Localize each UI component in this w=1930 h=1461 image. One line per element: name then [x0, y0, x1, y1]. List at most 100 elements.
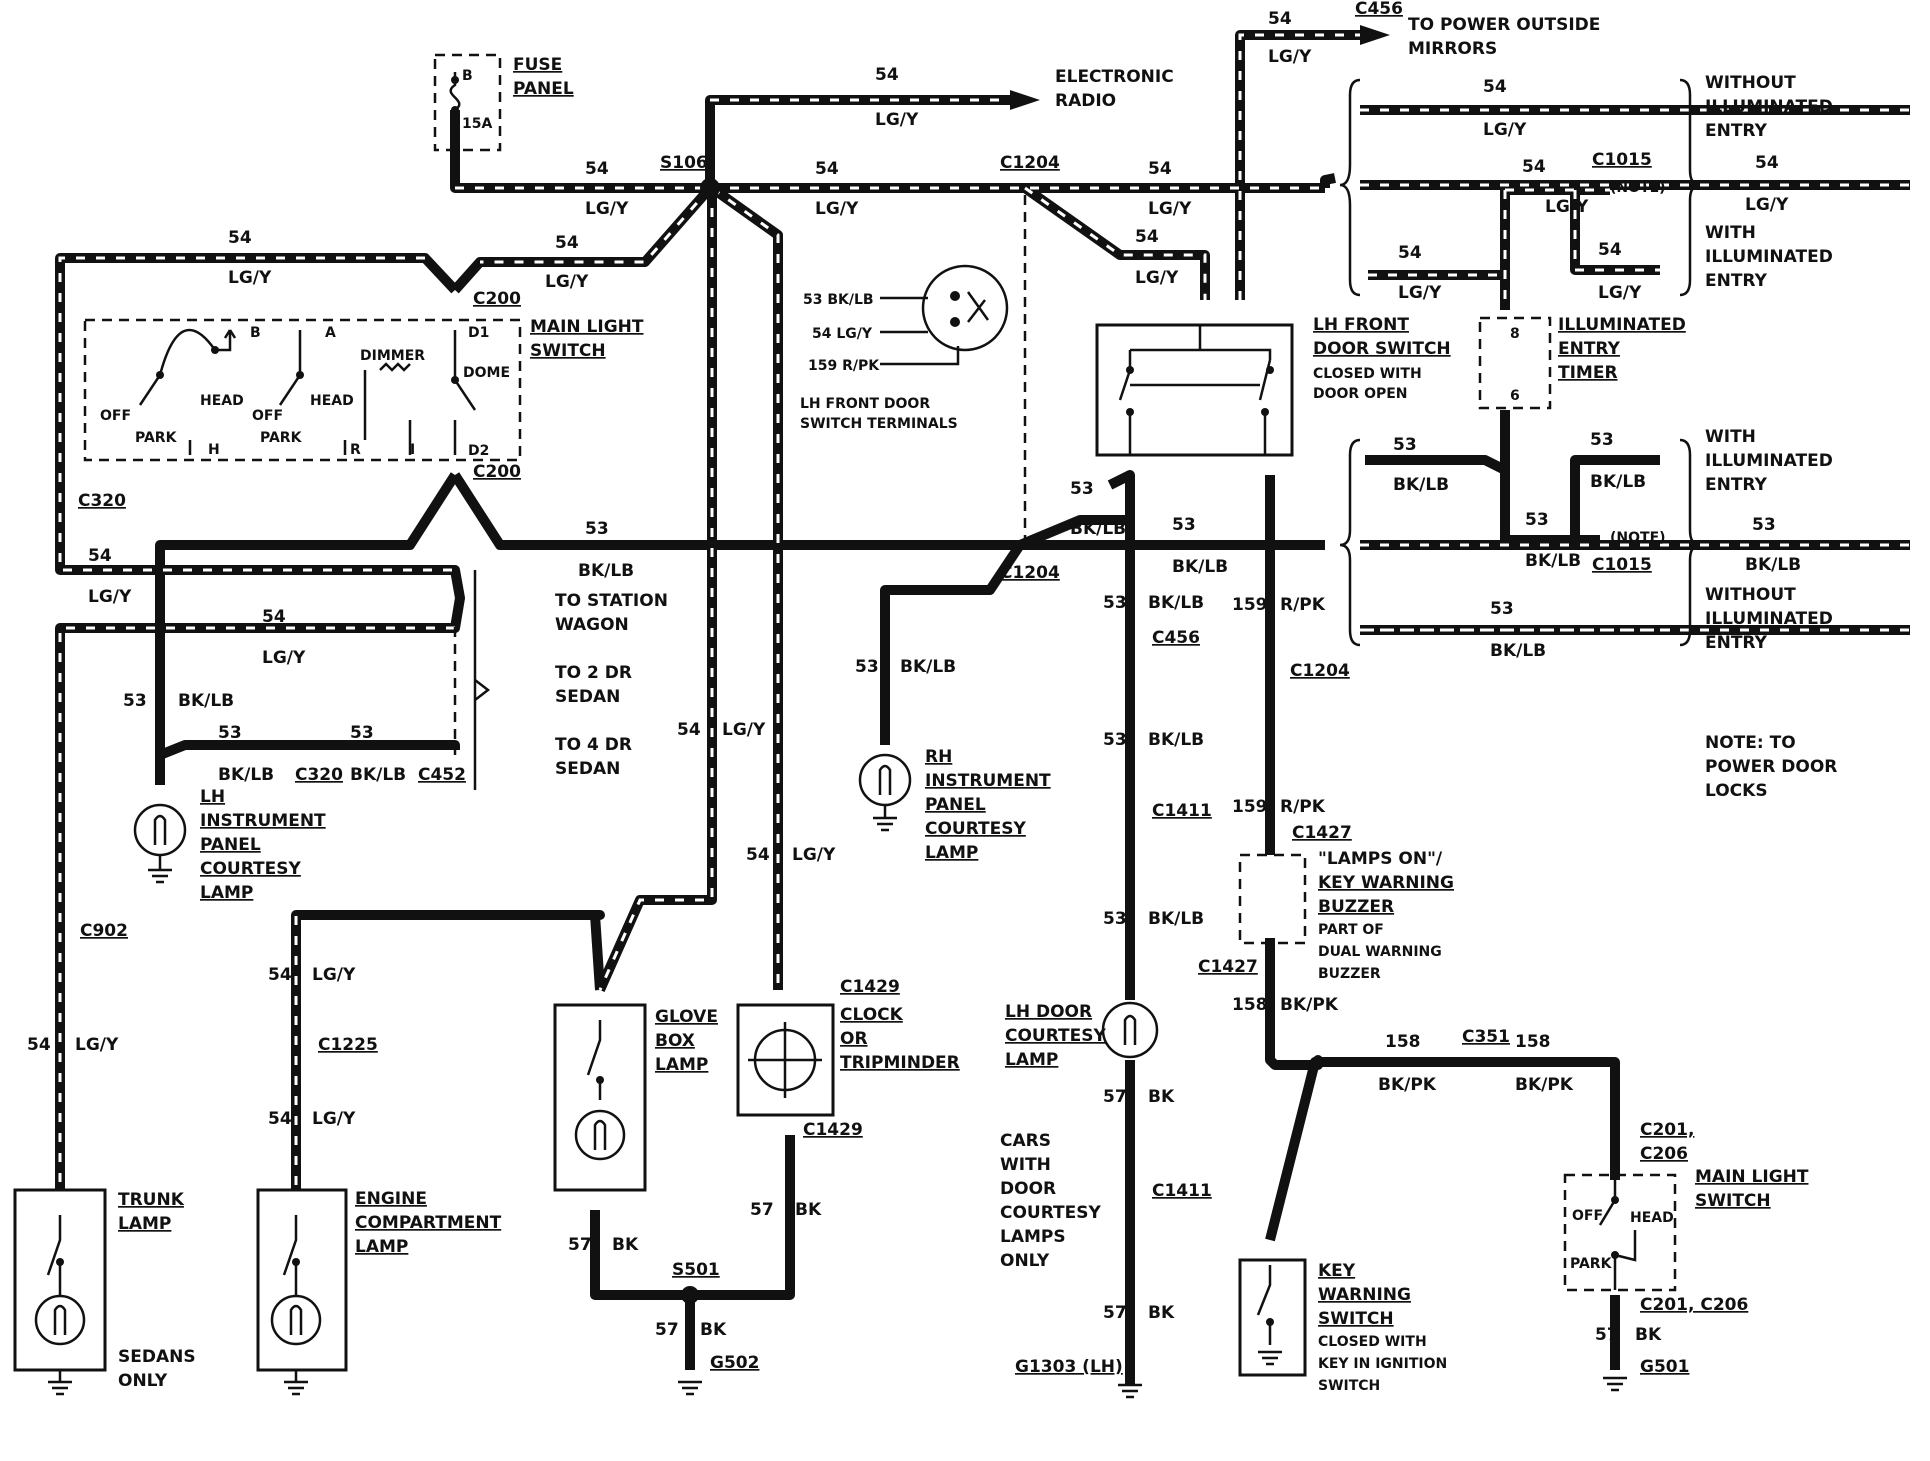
wire-lgy-r5: LG/Y — [1745, 195, 1789, 215]
wire-53-r4: 53 — [1752, 515, 1776, 535]
mls2-park: PARK — [1570, 1256, 1613, 1272]
fuse-b-label: B — [462, 68, 473, 84]
wire-bk-lhdoor: BK — [1148, 1087, 1175, 1107]
timer-title-3: TIMER — [1558, 363, 1618, 383]
connector-c320-left: C320 — [78, 491, 126, 511]
wire-54-mirrors: 54 — [1268, 9, 1292, 29]
main-light-switch-2: OFF HEAD PARK MAIN LIGHT SWITCH — [1563, 1167, 1809, 1292]
mls-dimmer: DIMMER — [360, 348, 425, 364]
mls2-l1: MAIN LIGHT — [1695, 1167, 1809, 1187]
mls-term-d2: D2 — [468, 443, 489, 459]
door-terminals-title-2: SWITCH TERMINALS — [800, 416, 958, 432]
rh-ip-l3: PANEL — [925, 795, 986, 815]
ground-g502: G502 — [710, 1353, 759, 1373]
wire-lgy-right: LG/Y — [1148, 199, 1192, 219]
wire-53-r1: 53 — [1393, 435, 1417, 455]
buzzer-l1: "LAMPS ON"/ — [1318, 849, 1443, 869]
wire-54-c320: 54 — [88, 546, 112, 566]
wire-bklb-r4: BK/LB — [1745, 555, 1801, 575]
fuse-rating: 15A — [462, 116, 492, 132]
wire-lgy-trunk: LG/Y — [75, 1035, 119, 1055]
door-terminals-title-1: LH FRONT DOOR — [800, 396, 930, 412]
wire-lgy-r4: LG/Y — [1598, 283, 1642, 303]
connector-c201-c206-bottom: C201, C206 — [1640, 1295, 1748, 1315]
lhdoor-note-5: LAMPS — [1000, 1227, 1066, 1247]
fuse-panel-title-2: PANEL — [513, 79, 574, 99]
term-54: 54 LG/Y — [812, 326, 873, 342]
lh-ip-l2: INSTRUMENT — [200, 811, 326, 831]
wire-158-buzzer: 158 — [1232, 995, 1268, 1015]
lhdoor-note-3: DOOR — [1000, 1179, 1056, 1199]
wire-bklb-doorsw: BK/LB — [1070, 519, 1126, 539]
timer-title-1: ILLUMINATED — [1558, 315, 1686, 335]
mls-term-d1: D1 — [468, 325, 489, 341]
fuse-panel: B 15A FUSE PANEL — [433, 53, 574, 152]
lhdoor-note-4: COURTESY — [1000, 1203, 1102, 1223]
timer-title-2: ENTRY — [1558, 339, 1621, 359]
wire-lgy-glove: LG/Y — [722, 720, 766, 740]
mls-term-r: R — [350, 442, 361, 458]
term-53: 53 BK/LB — [803, 292, 874, 308]
wire-158-right: 158 — [1515, 1032, 1551, 1052]
wires — [55, 30, 1910, 1385]
note-marker-top: (NOTE) — [1610, 180, 1666, 196]
connector-c1204-top: C1204 — [1000, 153, 1060, 173]
trunk-note-1: SEDANS — [118, 1347, 196, 1367]
wire-54-r3: 54 — [1398, 243, 1422, 263]
door-switch-terminals: 53 BK/LB 54 LG/Y 159 R/PK LH FRONT DOOR … — [800, 264, 1009, 432]
wire-54-mid: 54 — [815, 159, 839, 179]
wire-bkpk-buzzer: BK/PK — [1280, 995, 1339, 1015]
radio-label-1: ELECTRONIC — [1055, 67, 1174, 87]
wire-lgy-engine-1: LG/Y — [312, 965, 356, 985]
buzzer-l3: BUZZER — [1318, 897, 1394, 917]
wire-lgy-r2: LG/Y — [1545, 197, 1589, 217]
connector-c1411-top: C1411 — [1152, 801, 1212, 821]
clock-l2: OR — [840, 1029, 868, 1049]
wire-53-c320: 53 — [218, 723, 242, 743]
wire-54-r2: 54 — [1522, 157, 1546, 177]
wire-53-r2: 53 — [1590, 430, 1614, 450]
glove-l3: LAMP — [655, 1055, 708, 1075]
connector-c1429-bottom: C1429 — [803, 1120, 863, 1140]
glove-l1: GLOVE — [655, 1007, 718, 1027]
wire-bk-g502: BK — [700, 1320, 727, 1340]
wagon-label-1: TO STATION — [555, 591, 668, 611]
wire-158-left: 158 — [1385, 1032, 1421, 1052]
wire-stripes — [58, 33, 1910, 1205]
opt-without-illum-1: ILLUMINATED — [1705, 97, 1833, 117]
splice-s106-dot — [700, 178, 720, 198]
wire-54-right: 54 — [1148, 159, 1172, 179]
mls-head-1: HEAD — [200, 393, 244, 409]
glove-l2: BOX — [655, 1031, 695, 1051]
timer-pin8: 8 — [1510, 326, 1520, 342]
trunk-l2: LAMP — [118, 1214, 171, 1234]
note-line3: LOCKS — [1705, 781, 1768, 801]
wire-54-engine-1: 54 — [268, 965, 292, 985]
lhdoor-l2: COURTESY — [1005, 1026, 1107, 1046]
wire-bklb-r5: BK/LB — [1490, 641, 1546, 661]
connector-c1204-low: C1204 — [1290, 661, 1350, 681]
wire-53-c452: 53 — [350, 723, 374, 743]
rh-instrument-panel-courtesy-lamp: RH INSTRUMENT PANEL COURTESY LAMP — [858, 747, 1051, 863]
timer-pin6: 6 — [1510, 388, 1520, 404]
wire-53-r5: 53 — [1490, 599, 1514, 619]
mls-off-2: OFF — [252, 408, 283, 424]
wire-54-radio: 54 — [875, 65, 899, 85]
mls-term-a: A — [325, 325, 336, 341]
wire-54-wagon: 54 — [262, 607, 286, 627]
main-light-switch: MAIN LIGHT SWITCH B A D1 D2 DIMMER DOME … — [83, 317, 644, 462]
note-line2: POWER DOOR — [1705, 757, 1837, 777]
clock-or-tripminder: C1429 CLOCK OR TRIPMINDER C1429 — [736, 977, 960, 1140]
connector-c200-top: C200 — [473, 289, 521, 309]
wagon-label-2: WAGON — [555, 615, 629, 635]
wire-53-doorsw: 53 — [1070, 479, 1094, 499]
lhfds-title-2: DOOR SWITCH — [1313, 339, 1451, 359]
wire-bkpk-right: BK/PK — [1515, 1075, 1574, 1095]
rh-ip-l4: COURTESY — [925, 819, 1027, 839]
wire-bkpk-left: BK/PK — [1378, 1075, 1437, 1095]
wire-bklb-c320: BK/LB — [218, 765, 274, 785]
fuse-panel-title-1: FUSE — [513, 55, 562, 75]
engine-l2: COMPARTMENT — [355, 1213, 502, 1233]
illuminated-entry-timer: 8 6 ILLUMINATED ENTRY TIMER — [1478, 315, 1686, 410]
